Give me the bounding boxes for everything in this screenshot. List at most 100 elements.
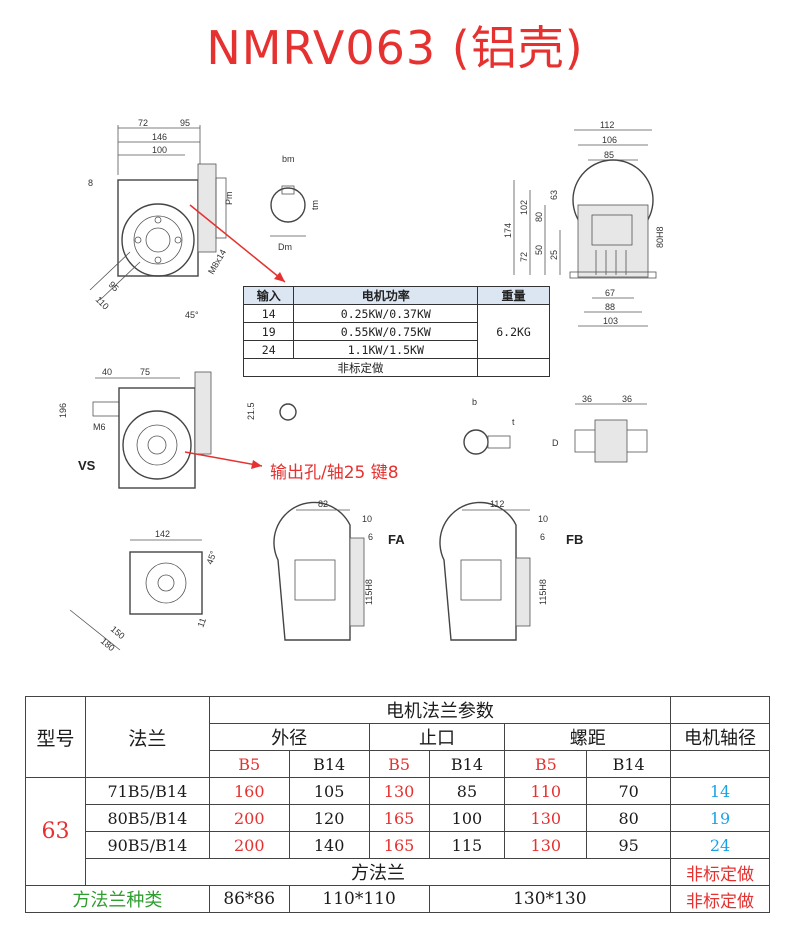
shaft-detail-drawing: bm tm Dm: [270, 154, 320, 252]
flange-name: 71B5/B14: [84, 777, 210, 805]
front-view-drawing: 72 95 146 100 8 Pm 95 110 45° M8x14: [88, 118, 286, 320]
dim-115h8-fa: 115H8: [364, 579, 374, 605]
dim-8: 8: [88, 178, 93, 188]
cell-value: 105: [288, 777, 370, 805]
dim-115h8-fb: 115H8: [538, 579, 548, 605]
header-motor-flange-params: 电机法兰参数: [208, 696, 672, 724]
dim-36b: 36: [622, 394, 632, 404]
table-row: 方法兰种类 86*86 110*110 130*130 非标定做: [25, 885, 770, 913]
cell-value: 100: [428, 804, 506, 832]
square-custom: 非标定做: [670, 858, 770, 886]
dim-63: 63: [549, 190, 559, 200]
spec-power: 0.55KW/0.75KW: [293, 322, 479, 341]
dim-11: 11: [195, 616, 208, 628]
header-pitch: 螺距: [504, 723, 672, 751]
dim-45deg: 45°: [185, 310, 199, 320]
sub-b5-spigot: B5: [368, 750, 430, 778]
spec-custom: 非标定做: [242, 358, 479, 377]
flange-parameter-table: 型号 法兰 电机法兰参数 外径 止口 螺距 电机轴径 B5 B14 B5 B14…: [25, 696, 770, 913]
header-outer-diameter: 外径: [208, 723, 370, 751]
cell-value: 130: [504, 804, 588, 832]
spec-ratio: 19: [242, 322, 295, 341]
dim-180: 180: [99, 636, 117, 653]
flange-name: 80B5/B14: [84, 804, 210, 832]
cell-value: 120: [288, 804, 370, 832]
sub-b14-pitch: B14: [586, 750, 672, 778]
dim-88: 88: [605, 302, 615, 312]
dim-6-fa: 6: [368, 532, 373, 542]
square-custom-2: 非标定做: [670, 885, 770, 913]
bottom-views-drawing: 142 45° 150 180 11 82 10 6 115H8 FA 112 …: [69, 499, 583, 653]
header-spigot: 止口: [368, 723, 506, 751]
model-63: 63: [25, 777, 86, 886]
spec-weight: 6.2KG: [477, 304, 550, 359]
dim-174: 174: [503, 223, 513, 238]
dim-67: 67: [605, 288, 615, 298]
dim-72: 72: [138, 118, 148, 128]
technical-drawing: 72 95 146 100 8 Pm 95 110 45° M8x14 bm t…: [58, 118, 665, 653]
output-note: 输出孔/轴25 键8: [270, 463, 399, 483]
spec-ratio: 14: [242, 304, 295, 323]
dim-80: 80: [534, 212, 544, 222]
vs-view-drawing: 40 75 196 M6 VS 21.5 b t D 36 36: [58, 367, 648, 489]
header-motor-shaft: 电机轴径: [670, 723, 770, 751]
dim-112-fb: 112: [490, 499, 504, 509]
table-row: 方法兰 非标定做: [26, 858, 770, 886]
dim-pm: Pm: [224, 192, 234, 206]
table-row: 14 0.25KW/0.37KW 6.2KG: [242, 304, 550, 359]
table-row: 80B5/B14 200 120 165 100 130 80 19: [26, 804, 770, 832]
fb-label: FB: [566, 532, 583, 547]
dim-36a: 36: [582, 394, 592, 404]
sub-b5-outer: B5: [208, 750, 290, 778]
spec-empty-cell: [477, 358, 550, 377]
dim-21-5: 21.5: [246, 402, 256, 420]
dim-b: b: [472, 397, 477, 407]
header-empty: [670, 696, 770, 724]
square-size-130: 130*130: [428, 885, 672, 913]
dim-82: 82: [318, 499, 328, 509]
dim-103: 103: [603, 316, 618, 326]
spec-header-power: 电机功率: [293, 286, 479, 305]
cell-value: 160: [208, 777, 290, 805]
spec-header-input: 输入: [242, 286, 295, 305]
page-title: NMRV063 (铝壳): [206, 21, 584, 75]
dim-110: 110: [94, 294, 111, 311]
cell-value: 165: [368, 804, 430, 832]
square-size-110: 110*110: [288, 885, 430, 913]
sub-b14-spigot: B14: [428, 750, 506, 778]
sub-b5-pitch: B5: [504, 750, 588, 778]
dim-d: D: [552, 438, 559, 448]
dim-10-fa: 10: [362, 514, 372, 524]
dim-50: 50: [534, 245, 544, 255]
dim-102: 102: [519, 200, 529, 215]
dim-m6: M6: [93, 422, 106, 432]
cell-value: 130: [368, 777, 430, 805]
spec-table: 输入 电机功率 重量 14 0.25KW/0.37KW 6.2KG 19 0.5…: [242, 286, 550, 377]
cell-value: 200: [208, 804, 290, 832]
cell-value: 130: [504, 831, 588, 859]
header-flange: 法兰: [84, 696, 210, 778]
spec-power: 1.1KW/1.5KW: [293, 340, 479, 359]
dim-196: 196: [58, 403, 68, 418]
vs-label: VS: [78, 458, 96, 473]
dim-25: 25: [549, 250, 559, 260]
side-view-drawing: 112 106 85 174 102 80 63 72 50 25 80H8 6…: [503, 120, 665, 327]
sub-b14-outer: B14: [288, 750, 370, 778]
cell-value: 110: [504, 777, 588, 805]
cell-value: 200: [208, 831, 290, 859]
dim-150: 150: [109, 624, 127, 641]
table-row: 63 71B5/B14 160 105 130 85 110 70 14: [25, 777, 770, 886]
dim-75: 75: [140, 367, 150, 377]
cell-value: 70: [586, 777, 672, 805]
dim-95: 95: [180, 118, 190, 128]
cell-shaft: 14: [670, 777, 770, 805]
dim-45deg-b: 45°: [204, 549, 218, 566]
cell-shaft: 24: [670, 831, 770, 859]
cell-value: 85: [428, 777, 506, 805]
cell-value: 140: [288, 831, 370, 859]
flange-name: 90B5/B14: [84, 831, 210, 859]
cell-value: 165: [368, 831, 430, 859]
dim-146: 146: [152, 132, 167, 142]
spec-ratio: 24: [242, 340, 295, 359]
dim-t: t: [512, 417, 515, 427]
